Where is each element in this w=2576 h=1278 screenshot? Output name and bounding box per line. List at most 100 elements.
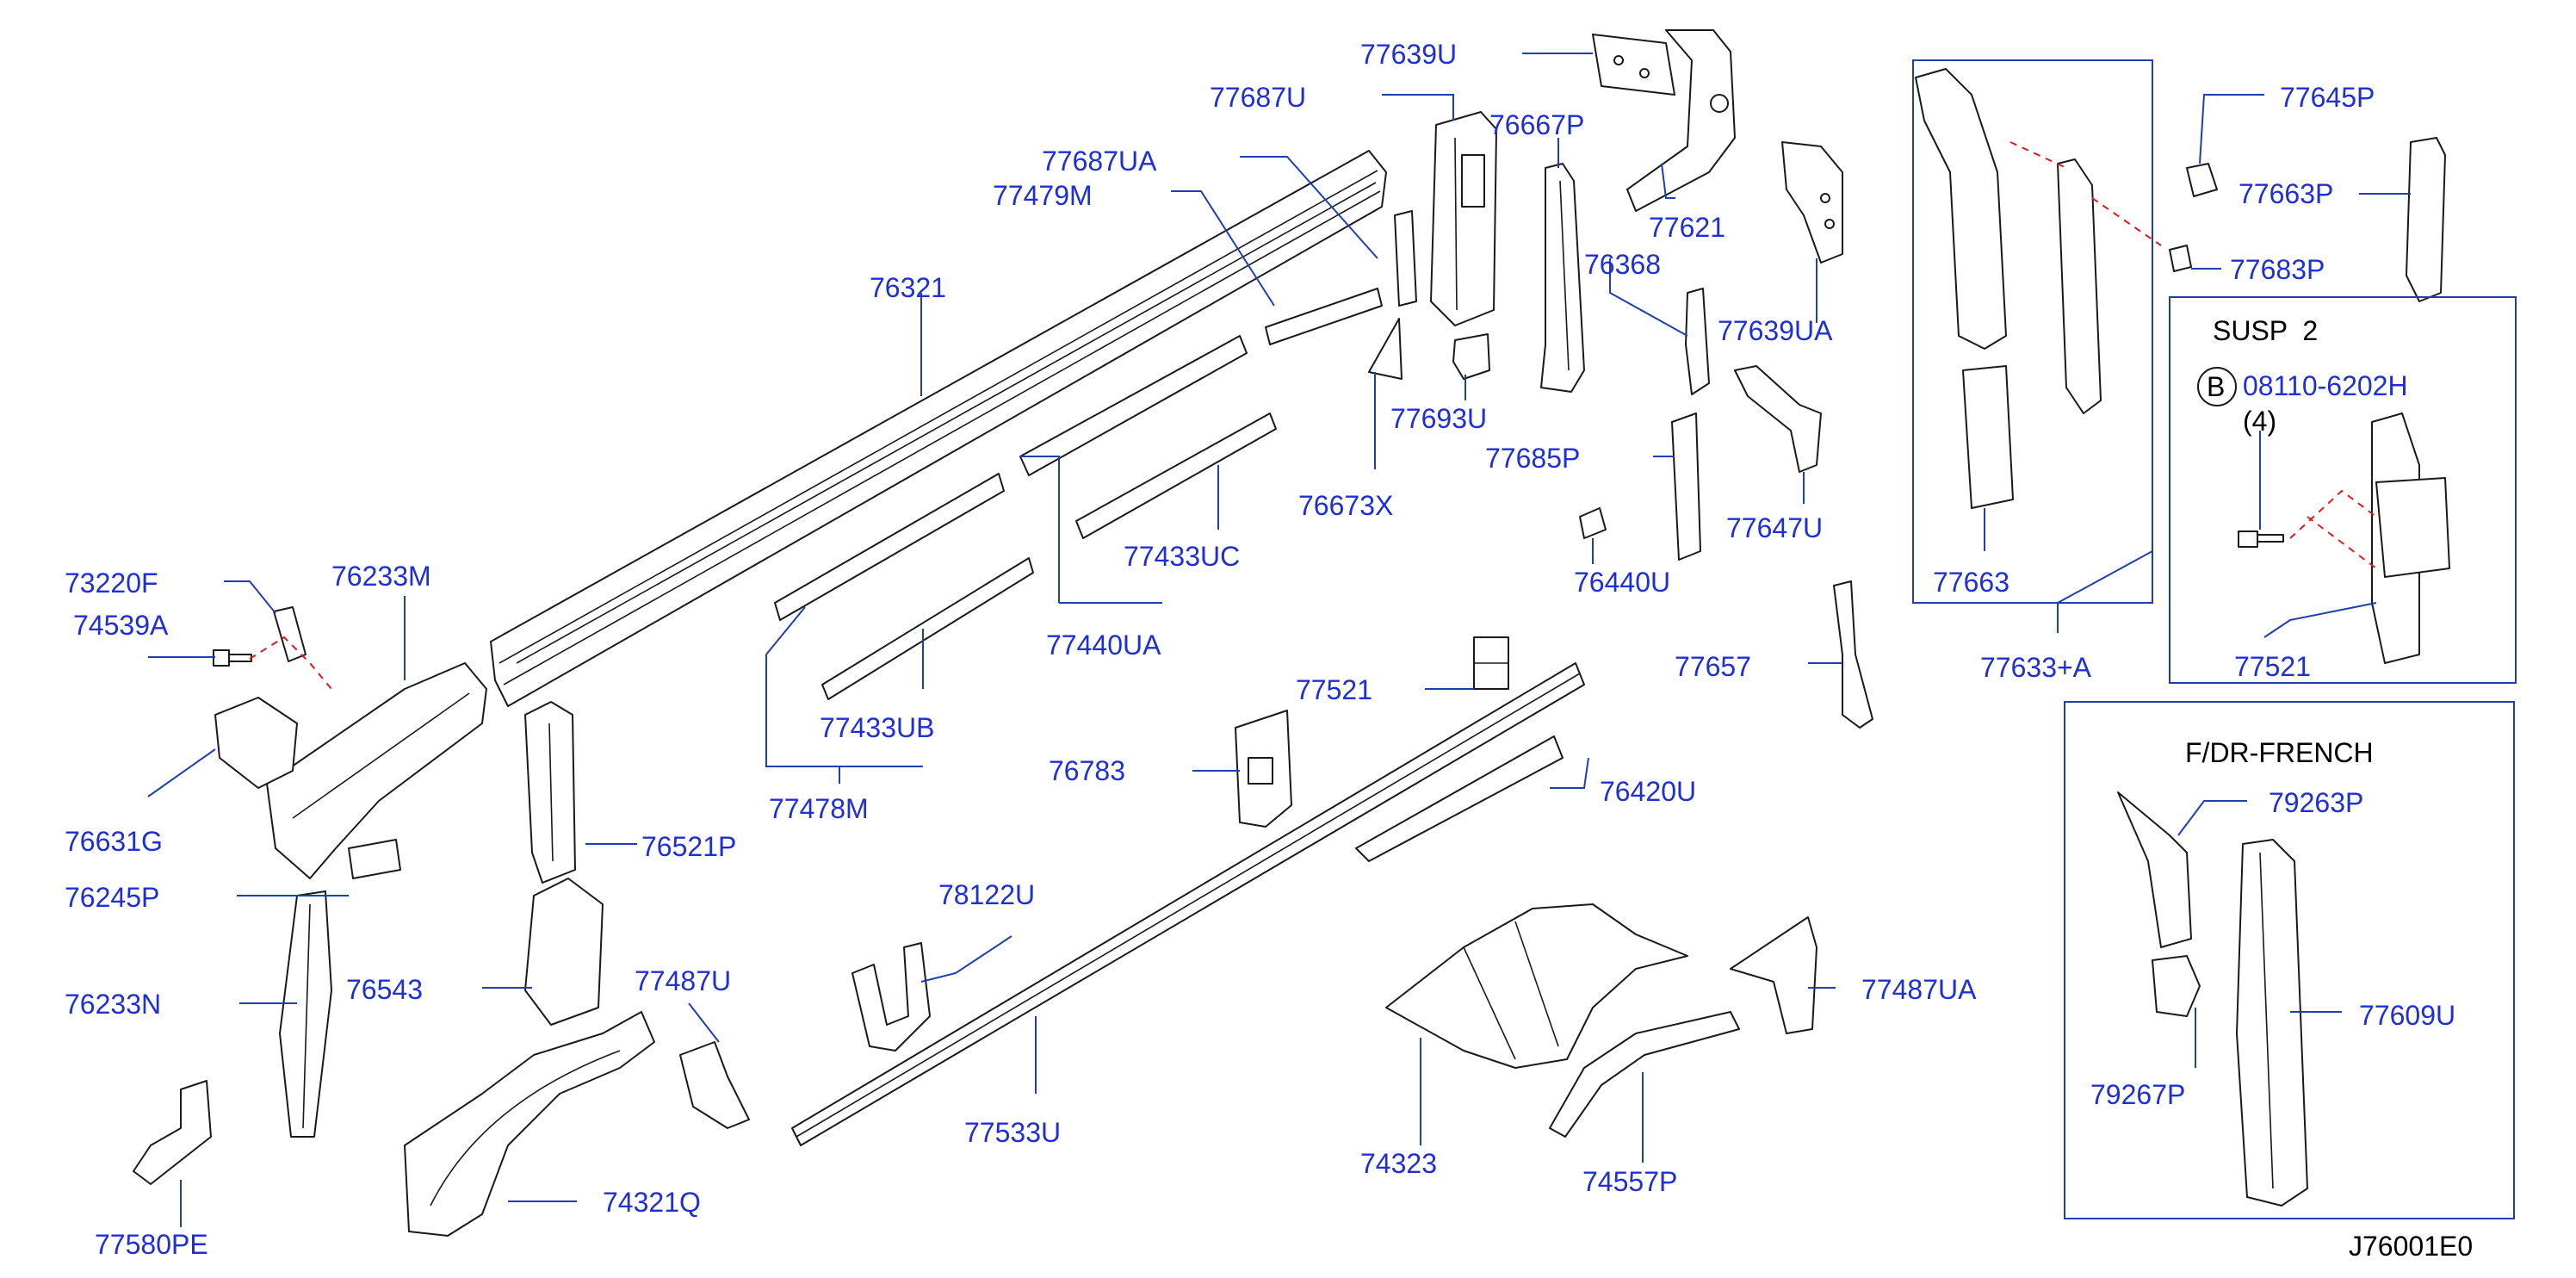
part-77433UC (1075, 413, 1277, 539)
callout-76245P[interactable]: 76245P (65, 882, 159, 913)
callout-76783[interactable]: 76783 (1049, 755, 1125, 786)
part-78122U (851, 942, 931, 1052)
leader-lines (147, 53, 2411, 1227)
assembly-dash-lines (249, 141, 2377, 690)
callout-77521a[interactable]: 77521 (1296, 674, 1372, 705)
callout-77433UB[interactable]: 77433UB (820, 712, 934, 743)
callout-77645P[interactable]: 77645P (2280, 82, 2375, 113)
bolt-marker-circle (2197, 367, 2237, 406)
frame-french (2064, 701, 2515, 1219)
part-77645P (2186, 163, 2218, 197)
callout-77521b[interactable]: 77521 (2234, 651, 2311, 682)
part-77657 (1833, 580, 1873, 729)
part-74539A-bolt (213, 649, 252, 667)
part-77487U (679, 1041, 750, 1129)
callout-76368[interactable]: 76368 (1584, 249, 1661, 280)
frame-77633A-leader (2057, 550, 2153, 633)
callout-74557P[interactable]: 74557P (1582, 1166, 1677, 1197)
callout-77657[interactable]: 77657 (1675, 651, 1751, 682)
part-77533U (791, 662, 1585, 1146)
frame-susp (2169, 296, 2517, 684)
frame-77633A (1912, 59, 2153, 604)
part-74323 (1385, 903, 1688, 1069)
part-76673X (1368, 318, 1403, 380)
callout-77687U[interactable]: 77687U (1210, 82, 1306, 113)
part-77663P (2406, 137, 2446, 302)
callout-79267P[interactable]: 79267P (2090, 1079, 2185, 1110)
part-77609U (2236, 839, 2308, 1207)
part-77687UA (1394, 210, 1417, 307)
part-76368 (1685, 288, 1710, 395)
part-74321Q (404, 1011, 655, 1237)
french-box-title: F/DR-FRENCH (2185, 737, 2374, 768)
callout-76321[interactable]: 76321 (870, 272, 946, 303)
callout-77663[interactable]: 77663 (1933, 567, 2009, 598)
callout-74321Q[interactable]: 74321Q (603, 1187, 701, 1218)
callout-76667P[interactable]: 76667P (1489, 109, 1584, 140)
callout-77663P[interactable]: 77663P (2239, 178, 2333, 209)
callout-77487UA[interactable]: 77487UA (1861, 974, 1977, 1005)
part-77521 (1473, 636, 1509, 690)
callout-77639UA[interactable]: 77639UA (1718, 315, 1833, 346)
part-76233N (279, 890, 332, 1138)
callout-76440U[interactable]: 76440U (1574, 567, 1670, 598)
callout-76233M[interactable]: 76233M (331, 561, 431, 592)
callout-77693U[interactable]: 77693U (1390, 403, 1487, 434)
callout-77685P[interactable]: 77685P (1485, 443, 1580, 474)
part-77693U (1452, 333, 1490, 380)
callout-76233N[interactable]: 76233N (65, 989, 161, 1020)
part-76233M (266, 662, 487, 879)
part-77479M (1265, 288, 1383, 345)
callout-78122U[interactable]: 78122U (938, 879, 1035, 910)
callout-76543[interactable]: 76543 (346, 974, 423, 1005)
part-76521P (524, 701, 576, 884)
callout-76521P[interactable]: 76521P (641, 831, 736, 862)
part-77440UA (1019, 335, 1248, 476)
bolt-marker-letter: B (2207, 371, 2225, 402)
callout-77533U[interactable]: 77533U (964, 1117, 1061, 1148)
callout-77478M[interactable]: 77478M (769, 793, 869, 824)
part-77521-susp (2238, 413, 2450, 664)
callout-77580PE[interactable]: 77580PE (95, 1229, 208, 1260)
callout-76631G[interactable]: 76631G (65, 826, 163, 857)
callout-77621[interactable]: 77621 (1649, 212, 1725, 243)
callout-76420U[interactable]: 76420U (1600, 776, 1696, 807)
part-77639U (1592, 34, 1675, 96)
callout-77487U[interactable]: 77487U (635, 965, 731, 996)
part-77487UA (1730, 916, 1817, 1034)
part-77639UA (1781, 141, 1843, 264)
part-77621 (1626, 29, 1736, 212)
part-73220F (273, 606, 307, 662)
callout-77479M[interactable]: 77479M (993, 180, 1093, 211)
part-77683P (2169, 245, 2192, 272)
callout-74539A[interactable]: 74539A (73, 610, 169, 641)
part-76631G (214, 697, 298, 789)
callout-77440UA[interactable]: 77440UA (1046, 630, 1161, 661)
callout-77639U[interactable]: 77639U (1360, 39, 1457, 70)
part-76440U (1579, 507, 1607, 539)
callout-74323[interactable]: 74323 (1360, 1148, 1437, 1179)
callout-77609U[interactable]: 77609U (2359, 1000, 2455, 1031)
part-77478M (774, 473, 1005, 621)
part-76321-roof-rail (490, 150, 1387, 707)
callout-08110-6202H[interactable]: 08110-6202H (2243, 370, 2408, 401)
part-74557P (1549, 1011, 1740, 1138)
part-77647U (1734, 365, 1822, 473)
part-77685P (1671, 413, 1701, 561)
callout-77687UA[interactable]: 77687UA (1042, 146, 1157, 177)
callout-77433UC[interactable]: 77433UC (1124, 541, 1240, 572)
callout-79263P[interactable]: 79263P (2269, 787, 2363, 818)
drawing-code: J76001E0 (2349, 1231, 2473, 1262)
part-77433UB (821, 557, 1034, 700)
callout-77683P[interactable]: 77683P (2230, 254, 2325, 285)
callout-77647U[interactable]: 77647U (1726, 512, 1823, 543)
callout-73220F[interactable]: 73220F (65, 568, 158, 599)
callout-77633A[interactable]: 77633+A (1980, 652, 2092, 683)
susp-box-title: SUSP 2 (2213, 315, 2318, 346)
part-77687U (1430, 111, 1497, 326)
part-76245P (348, 839, 401, 879)
callout-76673X[interactable]: 76673X (1298, 490, 1393, 521)
part-76543 (524, 878, 604, 1026)
part-79263P (2117, 791, 2192, 948)
